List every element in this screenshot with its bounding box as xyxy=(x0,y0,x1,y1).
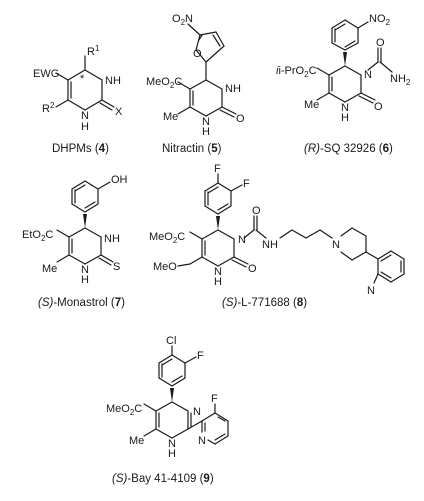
amide-o: O xyxy=(252,205,261,217)
caption-sq32926: (R)-SQ 32926 (6) xyxy=(304,143,393,155)
r2-label: R2 xyxy=(42,101,55,115)
nh2-label: NH2 xyxy=(390,73,411,87)
ester-label: MeO2C xyxy=(106,403,142,417)
fluoro-label-2: F xyxy=(211,393,218,405)
ewg-label: EWG xyxy=(33,68,59,80)
me-label: Me xyxy=(42,263,57,275)
h-label: H xyxy=(214,276,222,288)
nitro-label: NO2 xyxy=(369,13,391,27)
h-label: H xyxy=(168,448,176,460)
r1-label: R1 xyxy=(87,44,100,58)
h-label: H xyxy=(202,126,210,138)
ester-label: MeO2C xyxy=(146,76,182,90)
n-label: N xyxy=(81,264,89,276)
structure-l771688: F F MeO2C MeO N N H O O NH xyxy=(149,163,405,309)
n-label: N xyxy=(238,234,246,246)
pyridine-n: N xyxy=(198,435,206,447)
caption-dhpm: DHPMs (4) xyxy=(52,143,109,155)
n-label-2: N xyxy=(341,102,349,114)
piperidine-n: N xyxy=(332,239,340,251)
amide-nh: NH xyxy=(262,239,278,251)
n-label-2: N xyxy=(168,438,176,450)
n-label: N xyxy=(81,110,89,122)
stereocenter-star: * xyxy=(80,73,85,85)
h-label: H xyxy=(81,274,89,286)
pyridine-n: N xyxy=(367,285,375,297)
carbonyl-o: O xyxy=(236,113,245,125)
n-label-2: N xyxy=(214,266,222,278)
fluoro-1: F xyxy=(214,163,221,175)
caption-nitractin: Nitractin (5) xyxy=(162,143,222,155)
urea-o: O xyxy=(376,37,385,49)
structure-monastrol: OH EtO2C NH Me N H S (S)-Monastrol (7) xyxy=(22,174,128,309)
nh-label: NH xyxy=(104,233,120,245)
fluoro-label: F xyxy=(197,350,204,362)
nh-label: NH xyxy=(225,83,241,95)
nh-label: NH xyxy=(105,75,121,87)
oh-label: OH xyxy=(111,174,128,186)
nitro-label: O2N xyxy=(172,13,193,27)
h-label: H xyxy=(341,112,349,124)
thione-s: S xyxy=(113,261,120,273)
x-label: X xyxy=(115,106,123,118)
chloro-label: Cl xyxy=(166,335,176,347)
meo-label: MeO xyxy=(153,261,177,273)
carbonyl-o: O xyxy=(248,263,257,275)
structure-bay: Cl F MeO2C Me N N H F N (S)-Bay 41-4109 … xyxy=(106,335,229,485)
furan-o: O xyxy=(193,48,202,60)
me-label: Me xyxy=(129,435,144,447)
caption-bay: (S)-Bay 41-4109 (9) xyxy=(112,473,214,485)
fluoro-2: F xyxy=(243,178,250,190)
caption-l771688: (S)-L-771688 (8) xyxy=(222,297,307,309)
ester-label: EtO2C xyxy=(22,229,53,243)
n-label: N xyxy=(364,69,372,81)
me-label: Me xyxy=(163,111,178,123)
n-label: N xyxy=(202,116,210,128)
n-label: N xyxy=(193,406,201,418)
me-label: Me xyxy=(304,99,319,111)
caption-monastrol: (S)-Monastrol (7) xyxy=(38,297,125,309)
ester-label: ii-PrO2C xyxy=(276,65,317,79)
structure-nitractin: O O2N MeO2C NH Me N H O Nitractin (5) xyxy=(146,13,245,155)
ester-label: MeO2C xyxy=(149,231,185,245)
carbonyl-o: O xyxy=(374,101,383,113)
h-label: H xyxy=(81,121,89,133)
structure-sq32926: NO2 N O NH2 ii-PrO2C Me N H O (R)-SQ 329… xyxy=(276,13,411,155)
structure-dhpm: R1 * NH EWG R2 N H X DHPMs (4) xyxy=(33,44,123,155)
